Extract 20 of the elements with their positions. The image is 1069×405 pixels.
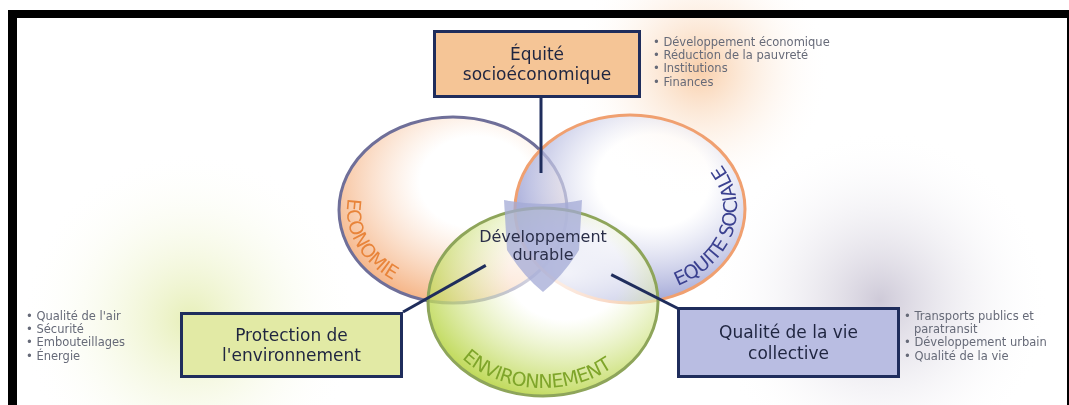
- center-label: Développement durable: [478, 227, 608, 265]
- bullet-item: • Sécurité: [26, 323, 84, 337]
- bullet-item: • Réduction de la pauvreté: [653, 49, 809, 63]
- heading-box: [433, 30, 641, 98]
- bullet-item: • Embouteillages: [26, 336, 127, 350]
- box-label: Qualité de la vie collective: [718, 322, 859, 363]
- box-label: Équité socioéconomique: [461, 43, 613, 85]
- leader-line: [610, 273, 680, 311]
- topic-box: [677, 307, 900, 378]
- topic-box: [180, 312, 403, 378]
- bullet-item: • Qualité de l'air: [26, 310, 122, 323]
- bullet-item: • Développement urbain: [904, 336, 1048, 350]
- bullet-item: • Développement économique: [653, 36, 831, 50]
- bullet-item: • Institutions: [653, 62, 729, 76]
- bullet-item: • Énergie: [26, 349, 81, 363]
- bullet-item: • Qualité de la vie: [904, 349, 1010, 363]
- box-label: Protection de l'environnement: [221, 324, 362, 366]
- leader-line: [402, 264, 487, 314]
- bullet-item: • Transports publics et paratransit: [904, 310, 1034, 337]
- bullet-item: • Finances: [653, 75, 715, 89]
